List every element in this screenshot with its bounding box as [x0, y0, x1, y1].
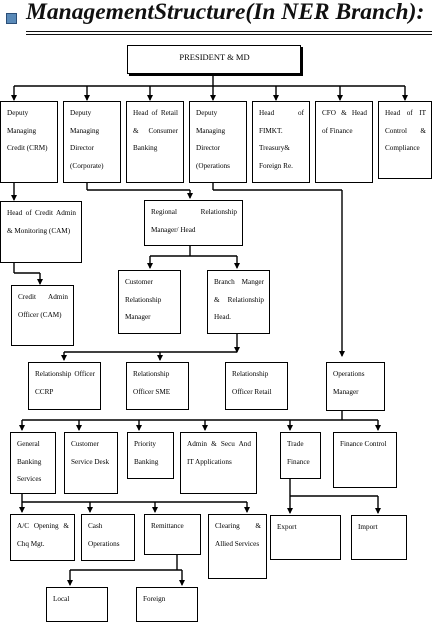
box-customer-rm: Customer Relationship Manager [118, 270, 181, 334]
box-president: PRESIDENT & MD [127, 45, 301, 74]
box-clearing: Clearing & Allied Services [208, 514, 267, 579]
box-foreign: Foreign [136, 587, 198, 622]
box-dmd-corporate: Deputy Managing Director (Corporate) [63, 101, 121, 183]
title-row: ManagementStructure(In NER Branch): [0, 0, 432, 38]
bullet-icon [6, 13, 17, 24]
box-head-retail: Head of Retail & Consumer Banking [126, 101, 184, 183]
box-dmd-credit: Deputy Managing Credit (CRM) [0, 101, 58, 183]
box-cfo: CFO & Head of Finance [315, 101, 373, 183]
box-finance-control: Finance Control [333, 432, 397, 488]
box-admin-secu: Admin & Secu And IT Applications [180, 432, 257, 494]
page-title: ManagementStructure(In NER Branch): [26, 0, 425, 25]
box-local: Local [46, 587, 108, 622]
title-underline [26, 31, 432, 32]
box-head-fimkt: Head of FIMKT. Treasury& Foreign Re. [252, 101, 310, 183]
box-head-it: Head of IT Control & Compliance [378, 101, 432, 179]
box-priority-banking: Priority Banking [127, 432, 174, 479]
box-customer-service: Customer Service Desk [64, 432, 118, 494]
box-cam-officer: Credit Admin Officer (CAM) [11, 285, 74, 346]
box-dmd-operations: Deputy Managing Director (Operations [189, 101, 247, 183]
box-cash-operations: Cash Operations [81, 514, 135, 561]
box-ro-retail: Relationship Officer Retail [225, 362, 288, 410]
box-trade-finance: Trade Finance [280, 432, 321, 479]
box-import: Import [351, 515, 407, 560]
box-remittance: Remittance [144, 514, 201, 555]
box-general-banking: General Banking Services [10, 432, 56, 494]
box-branch-manager: Branch Manger & Relationship Head. [207, 270, 270, 334]
box-ro-ccrp: Relationship Officer CCRP [28, 362, 101, 410]
box-regional-rm: Regional Relationship Manager/ Head [144, 200, 243, 246]
box-ac-opening: A/C Opening & Chq Mgt. [10, 514, 75, 561]
box-head-cam: Head of Credit Admin & Monitoring (CAM) [0, 201, 82, 263]
box-ro-sme: Relationship Officer SME [126, 362, 189, 410]
box-ops-manager: Operations Manager [326, 362, 385, 411]
title-underline-double [26, 34, 432, 35]
box-export: Export [270, 515, 341, 560]
